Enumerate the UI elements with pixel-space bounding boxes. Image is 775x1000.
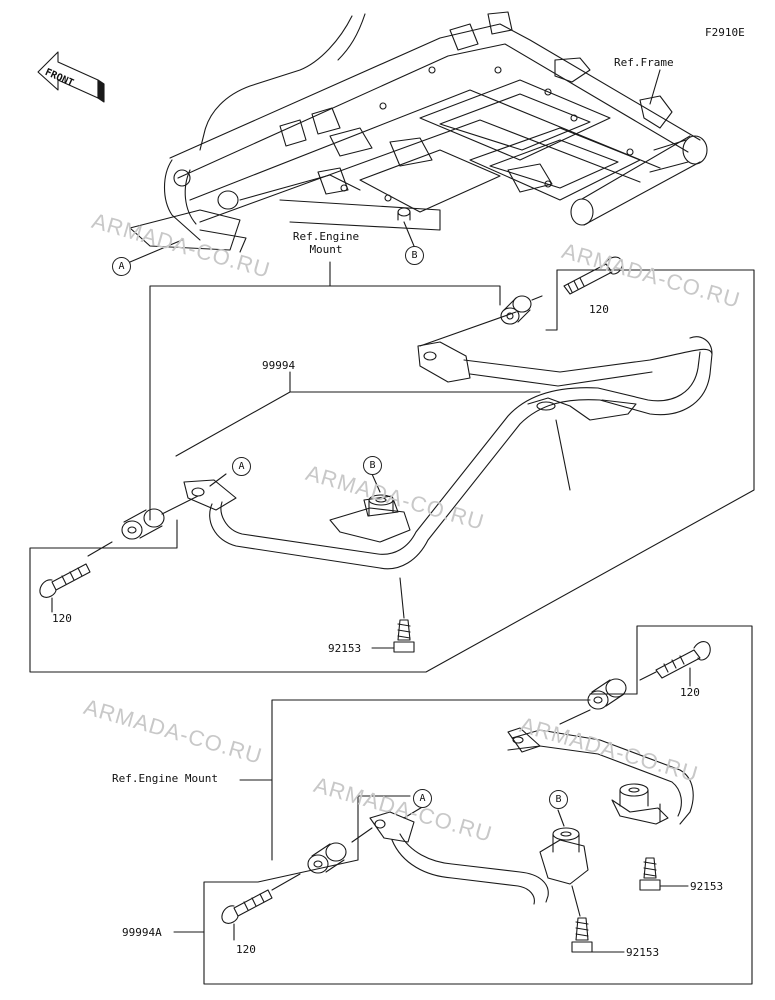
- part-number-92153: 92153: [626, 946, 660, 959]
- collar-top: [500, 295, 543, 325]
- guard-left-drawing: [351, 709, 694, 905]
- bolt-120-top: [563, 256, 623, 295]
- part-number-99994a: 99994A: [122, 926, 162, 939]
- bolt-92153-right: [639, 857, 689, 891]
- bolt-120-lower: [221, 873, 301, 941]
- callout-a: A: [413, 789, 432, 808]
- collar-lower-left: [307, 842, 347, 874]
- part-number-92153: 92153: [328, 642, 362, 655]
- bolt-92153-upper: [371, 619, 415, 653]
- figure-code: F2910E: [705, 26, 745, 39]
- collar-left: [121, 508, 165, 540]
- bolt-120-right: [639, 641, 711, 687]
- callout-a: A: [232, 457, 251, 476]
- ref-engine-mount-inline-label: Ref.Engine Mount: [112, 772, 218, 785]
- callout-b: B: [405, 246, 424, 265]
- guard-right-drawing: [161, 311, 713, 619]
- callout-a: A: [112, 257, 131, 276]
- frame-leaders: [129, 69, 661, 263]
- part-number-99994: 99994: [262, 359, 296, 372]
- box-guard-right: [29, 261, 755, 673]
- callout-b: B: [549, 790, 568, 809]
- part-number-120: 120: [680, 686, 700, 699]
- front-arrow-icon: [37, 51, 105, 103]
- collar-right: [587, 678, 627, 710]
- ref-engine-mount-line1: Ref.Engine: [292, 230, 360, 243]
- ref-frame-label: Ref.Frame: [614, 56, 674, 69]
- bolt-120-left: [39, 541, 113, 613]
- part-number-92153: 92153: [690, 880, 724, 893]
- part-number-120: 120: [52, 612, 72, 625]
- ref-engine-mount-label: Ref.Engine Mount: [286, 230, 366, 256]
- box-guard-left: [173, 625, 753, 985]
- bolt-92153-lower: [571, 885, 625, 953]
- part-number-120: 120: [236, 943, 256, 956]
- callout-b: B: [363, 456, 382, 475]
- ref-engine-mount-line2: Mount: [309, 243, 343, 256]
- frame-assembly: [129, 11, 708, 253]
- part-number-120: 120: [589, 303, 609, 316]
